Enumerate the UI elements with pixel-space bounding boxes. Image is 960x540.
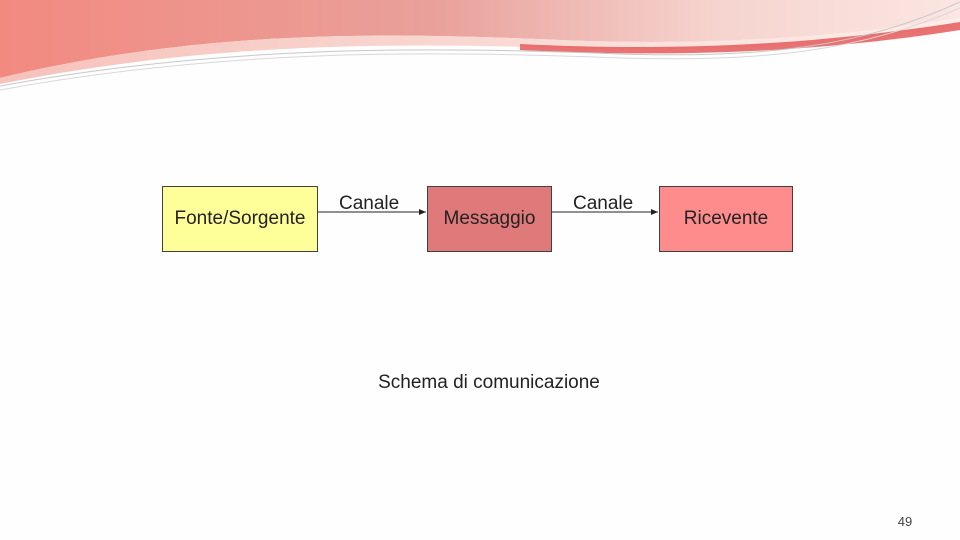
receiver-node-label: Ricevente (683, 208, 769, 229)
header-swoosh-decoration (0, 0, 960, 91)
message-node-label: Messaggio (443, 208, 536, 229)
message-node: Messaggio (427, 186, 552, 252)
edge-source-to-message-label: Canale (339, 193, 400, 214)
edge-message-to-receiver-label: Canale (573, 193, 634, 214)
source-node-label: Fonte/Sorgente (174, 208, 306, 229)
source-node: Fonte/Sorgente (162, 186, 318, 252)
diagram-caption: Schema di comunicazione (378, 372, 600, 393)
receiver-node: Ricevente (659, 186, 793, 252)
page-number: 49 (897, 514, 913, 529)
